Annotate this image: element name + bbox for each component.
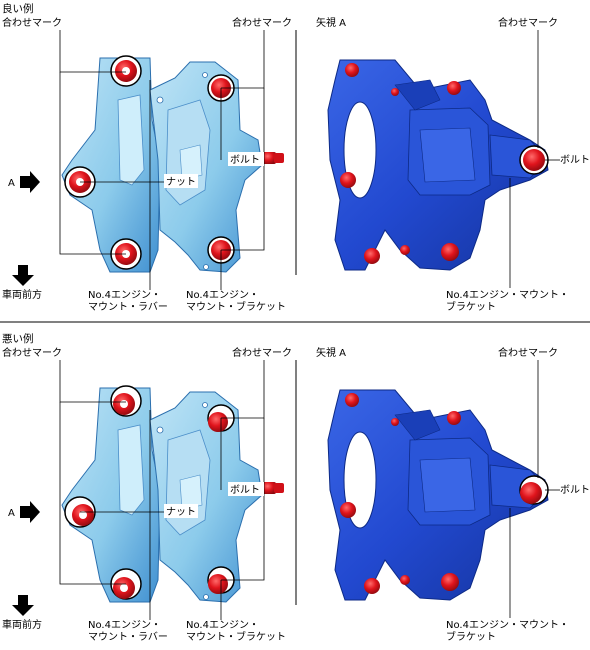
rubber-top-bolt: [110, 385, 142, 417]
vehicle-front-arrow-icon: [12, 595, 34, 616]
bracket-label-line1: No.4エンジン・マウント・: [446, 289, 569, 301]
bracket-label-line2: マウント・ブラケット: [186, 630, 286, 643]
left-view-bad: 合わせマーク 合わせマーク A ナット ボルト 車両前方 No.4エンジン・ マ…: [2, 346, 292, 643]
vehicle-front-label: 車両前方: [2, 618, 42, 631]
bracket-label-line1: No.4エンジン・マウント・: [446, 619, 569, 631]
view-a-title: 矢視 A: [316, 16, 346, 29]
section-title-good: 良い例: [2, 2, 34, 15]
bracket-label-line2: ブラケット: [446, 300, 496, 313]
right-view-bad: 矢視 A 合わせマーク ボルト No.4エンジン・マウント・ ブラケット: [316, 346, 590, 643]
bracket-label-line1: No.4エンジン・: [186, 620, 259, 631]
rubber-top-bolt: [110, 55, 142, 87]
view-a-title: 矢視 A: [316, 346, 346, 359]
bracket-label-line2: ブラケット: [446, 630, 496, 643]
view-arrow-label: A: [8, 178, 15, 189]
left-view-good: 合わせマーク 合わせマーク A ナット ボルト 車両前方 No.4エンジン・ マ…: [2, 16, 292, 313]
view-arrow-label: A: [8, 508, 15, 519]
vehicle-front-arrow-icon: [12, 265, 34, 286]
nut-label: ナット: [166, 176, 196, 188]
rubber-label-line1: No.4エンジン・: [88, 290, 161, 301]
bracket-label-line2: マウント・ブラケット: [186, 300, 286, 313]
nut-label: ナット: [166, 506, 196, 518]
alignment-mark-label-left: 合わせマーク: [2, 346, 62, 359]
rubber-label-line1: No.4エンジン・: [88, 620, 161, 631]
bolt-label: ボルト: [560, 484, 590, 496]
rubber-label-line2: マウント・ラバー: [88, 631, 168, 643]
bolt-label: ボルト: [230, 484, 260, 496]
view-a-arrow-icon: [20, 171, 40, 193]
alignment-mark-label: 合わせマーク: [498, 346, 558, 359]
alignment-mark-label-right: 合わせマーク: [232, 346, 292, 359]
rubber-label-line2: マウント・ラバー: [88, 301, 168, 313]
alignment-mark-label-left: 合わせマーク: [2, 16, 62, 29]
bolt-label: ボルト: [230, 154, 260, 166]
bolt-label: ボルト: [560, 154, 590, 166]
alignment-mark-label-right: 合わせマーク: [232, 16, 292, 29]
section-title-bad: 悪い例: [2, 332, 34, 345]
bracket-label-line1: No.4エンジン・: [186, 290, 259, 301]
alignment-mark-label: 合わせマーク: [498, 16, 558, 29]
view-a-arrow-icon: [20, 501, 40, 523]
right-view-good: 矢視 A 合わせマーク ボルト No.4エンジン・マウント・ ブラケット: [316, 16, 590, 313]
vehicle-front-label: 車両前方: [2, 288, 42, 301]
